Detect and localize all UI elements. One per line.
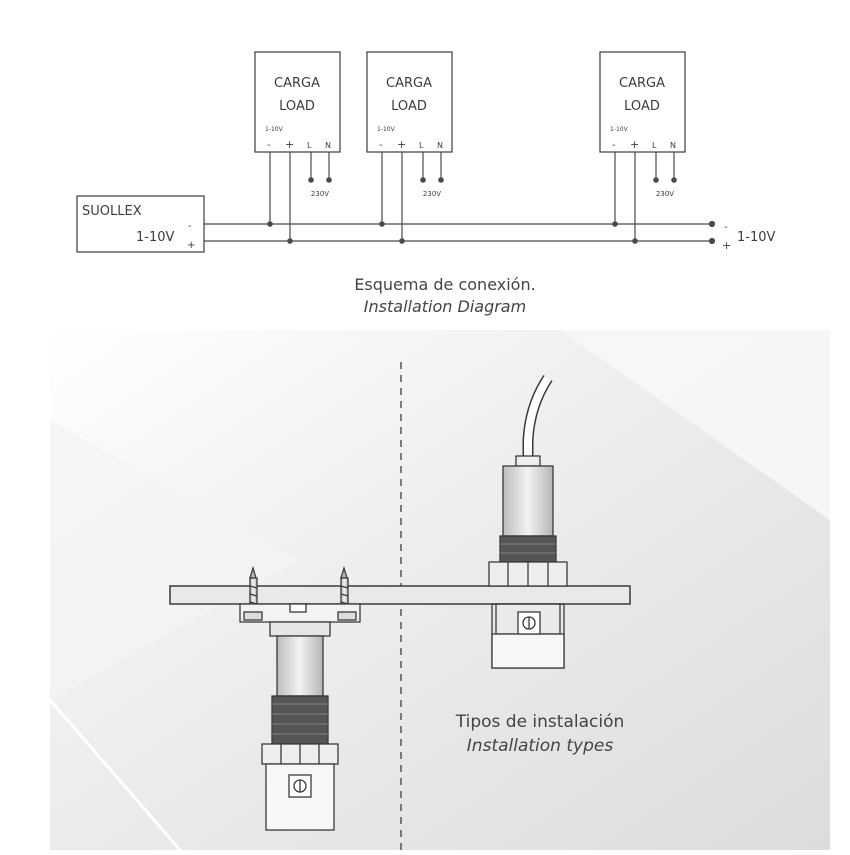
load-2-t-n: N: [437, 141, 443, 150]
diagram-caption: Esquema de conexión. Installation Diagra…: [250, 274, 640, 318]
bus-plus-end-dot: [708, 237, 716, 245]
load-3-t-n: N: [670, 141, 676, 150]
sensor-right: [488, 374, 568, 669]
load-3-signal: 1-10V: [610, 126, 629, 133]
end-minus: -: [724, 222, 728, 233]
controller-output: 1-10V: [136, 230, 175, 245]
load-2-t-plus: +: [397, 138, 406, 151]
load-1-t-minus: -: [267, 140, 271, 151]
load-1: [254, 51, 341, 244]
types-caption: Tipos de instalación Installation types: [415, 710, 665, 758]
load-2-t-minus: -: [379, 140, 383, 151]
controller-plus: +: [187, 240, 195, 251]
load-1-title-es: CARGA: [274, 76, 320, 91]
load-1-title-en: LOAD: [279, 99, 315, 114]
load-3-t-plus: +: [630, 138, 639, 151]
diagram-caption-es: Esquema de conexión.: [354, 275, 536, 294]
load-3-t-l: L: [652, 141, 657, 150]
wiring-labels: SUOLLEX 1-10V - + CARGA LOAD 1-10V - + L…: [82, 76, 776, 252]
load-3: [599, 51, 686, 244]
controller-name: SUOLLEX: [82, 204, 142, 219]
load-2-title-es: CARGA: [386, 76, 432, 91]
sensor-left: [239, 565, 361, 831]
load-1-supply: 230V: [311, 190, 329, 198]
controller-minus: -: [188, 221, 192, 232]
wiring-diagram: [76, 51, 716, 253]
load-2-supply: 230V: [423, 190, 441, 198]
mounting-panel: [169, 585, 631, 605]
load-1-signal: 1-10V: [265, 126, 284, 133]
screw-left: [249, 565, 258, 615]
controller-box: [76, 195, 205, 253]
load-2: [366, 51, 453, 244]
end-plus: +: [722, 239, 731, 252]
load-3-t-minus: -: [612, 140, 616, 151]
load-3-title-en: LOAD: [624, 99, 660, 114]
load-1-t-plus: +: [285, 138, 294, 151]
load-2-t-l: L: [419, 141, 424, 150]
diagram-caption-en: Installation Diagram: [363, 297, 527, 316]
load-3-title-es: CARGA: [619, 76, 665, 91]
types-caption-en: Installation types: [466, 736, 614, 756]
types-caption-es: Tipos de instalación: [455, 712, 625, 732]
load-2-title-en: LOAD: [391, 99, 427, 114]
end-label: 1-10V: [737, 230, 776, 245]
bus-minus-end-dot: [708, 220, 716, 228]
load-1-t-n: N: [325, 141, 331, 150]
load-2-signal: 1-10V: [377, 126, 396, 133]
load-1-t-l: L: [307, 141, 312, 150]
load-3-supply: 230V: [656, 190, 674, 198]
